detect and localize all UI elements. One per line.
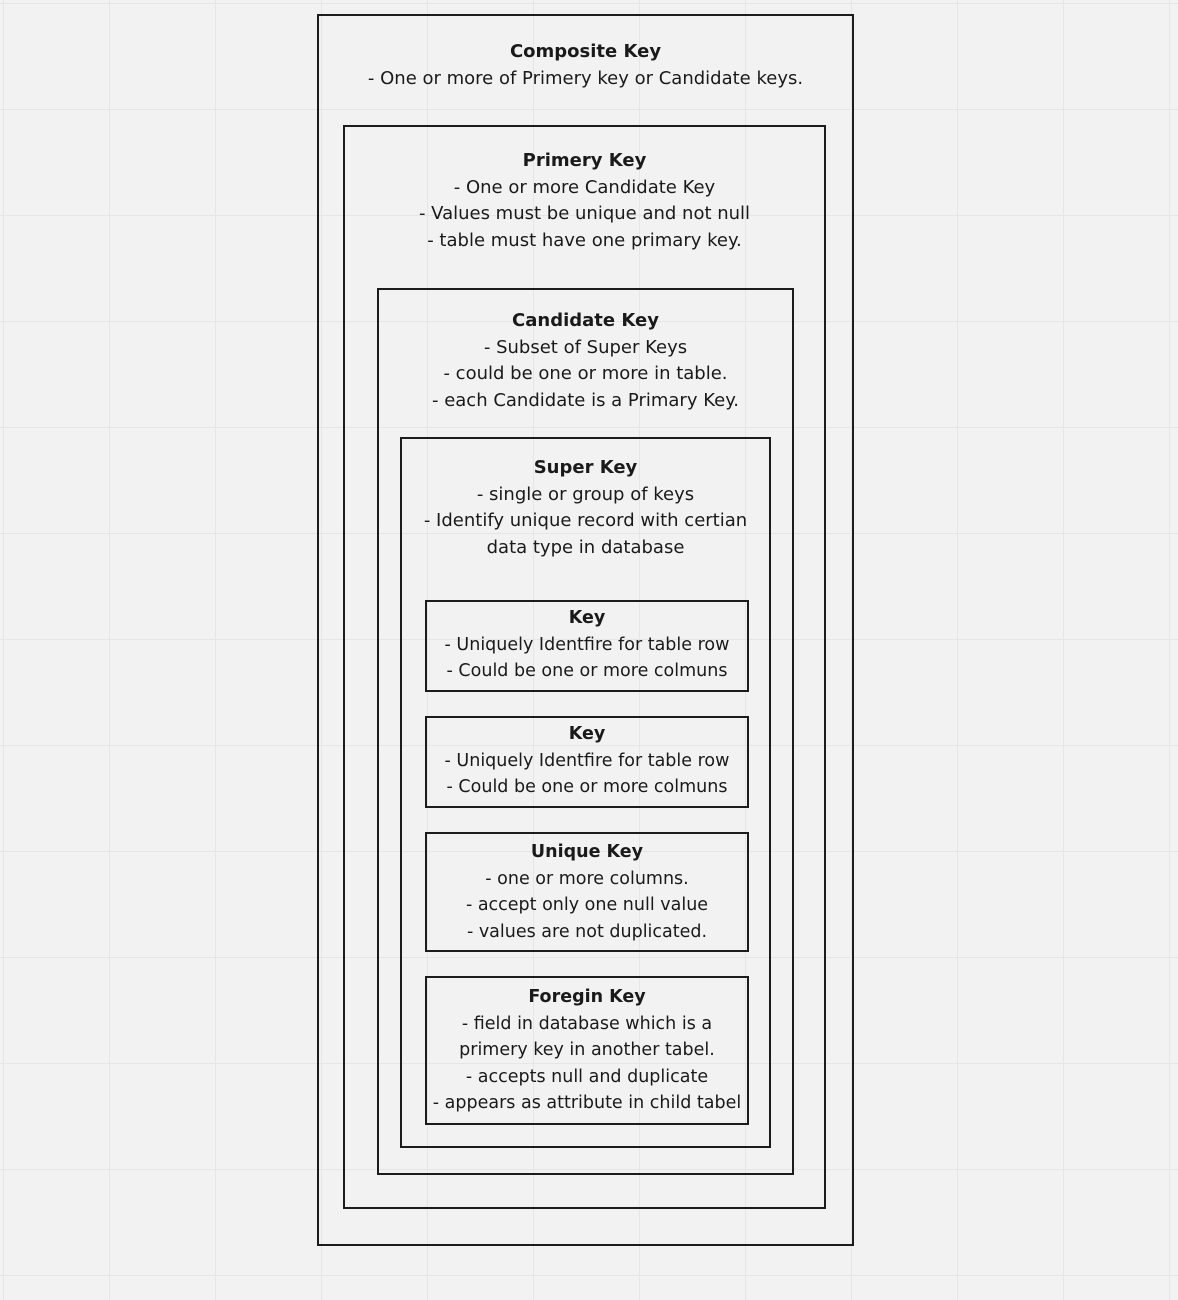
unique-key-line: - values are not duplicated. xyxy=(466,921,708,942)
super-key-line: - single or group of keys xyxy=(476,483,695,505)
super-key-line: data type in database xyxy=(486,536,685,558)
candidate-key-box: Candidate Key - Subset of Super Keys - c… xyxy=(377,288,794,1175)
key-text: Key - Uniquely Identfire for table row -… xyxy=(427,605,747,685)
foreign-key-line: - appears as attribute in child tabel xyxy=(432,1093,742,1113)
super-key-title: Super Key xyxy=(533,457,638,478)
composite-key-text: Composite Key - One or more of Primery k… xyxy=(319,39,852,92)
foreign-key-text: Foregin Key - field in database which is… xyxy=(427,984,747,1117)
candidate-key-line: - Subset of Super Keys xyxy=(483,336,688,358)
candidate-key-line: - each Candidate is a Primary Key. xyxy=(431,389,739,411)
key-line: - Uniquely Identfire for table row xyxy=(444,750,730,771)
super-key-line: - Identify unique record with certian xyxy=(423,510,748,531)
primary-key-line: - Values must be unique and not null xyxy=(418,203,751,224)
key-box: Key - Uniquely Identfire for table row -… xyxy=(425,716,749,808)
unique-key-box: Unique Key - one or more columns. - acce… xyxy=(425,832,749,952)
foreign-key-box: Foregin Key - field in database which is… xyxy=(425,976,749,1125)
key-line: - Uniquely Identfire for table row xyxy=(444,634,730,655)
super-key-text: Super Key - single or group of keys - Id… xyxy=(402,455,769,561)
key-title: Key xyxy=(568,608,606,628)
composite-key-title: Composite Key xyxy=(509,41,662,62)
foreign-key-line: primery key in another tabel. xyxy=(459,1040,715,1060)
primary-key-box: Primery Key - One or more Candidate Key … xyxy=(343,125,826,1209)
foreign-key-title: Foregin Key xyxy=(528,987,646,1007)
key-box: Key - Uniquely Identfire for table row -… xyxy=(425,600,749,692)
key-line: - Could be one or more colmuns xyxy=(446,777,728,797)
key-line: - Could be one or more colmuns xyxy=(446,661,728,681)
foreign-key-line: - accepts null and duplicate xyxy=(465,1066,709,1087)
foreign-key-line: - field in database which is a xyxy=(461,1013,713,1034)
key-title: Key xyxy=(568,724,606,744)
primary-key-text: Primery Key - One or more Candidate Key … xyxy=(345,148,824,254)
primary-key-line: - One or more Candidate Key xyxy=(453,176,716,198)
super-key-box: Super Key - single or group of keys - Id… xyxy=(400,437,771,1148)
candidate-key-title: Candidate Key xyxy=(512,310,659,331)
candidate-key-line: - could be one or more in table. xyxy=(443,363,728,384)
unique-key-text: Unique Key - one or more columns. - acce… xyxy=(427,839,747,945)
primary-key-line: - table must have one primary key. xyxy=(427,229,742,251)
unique-key-line: - accept only one null value xyxy=(465,895,709,915)
unique-key-title: Unique Key xyxy=(530,842,644,862)
composite-key-box: Composite Key - One or more of Primery k… xyxy=(317,14,854,1246)
candidate-key-text: Candidate Key - Subset of Super Keys - c… xyxy=(379,308,792,414)
primary-key-title: Primery Key xyxy=(522,150,647,171)
unique-key-line: - one or more columns. xyxy=(485,868,689,889)
key-text: Key - Uniquely Identfire for table row -… xyxy=(427,721,747,801)
composite-key-line: - One or more of Primery key or Candidat… xyxy=(367,67,804,89)
